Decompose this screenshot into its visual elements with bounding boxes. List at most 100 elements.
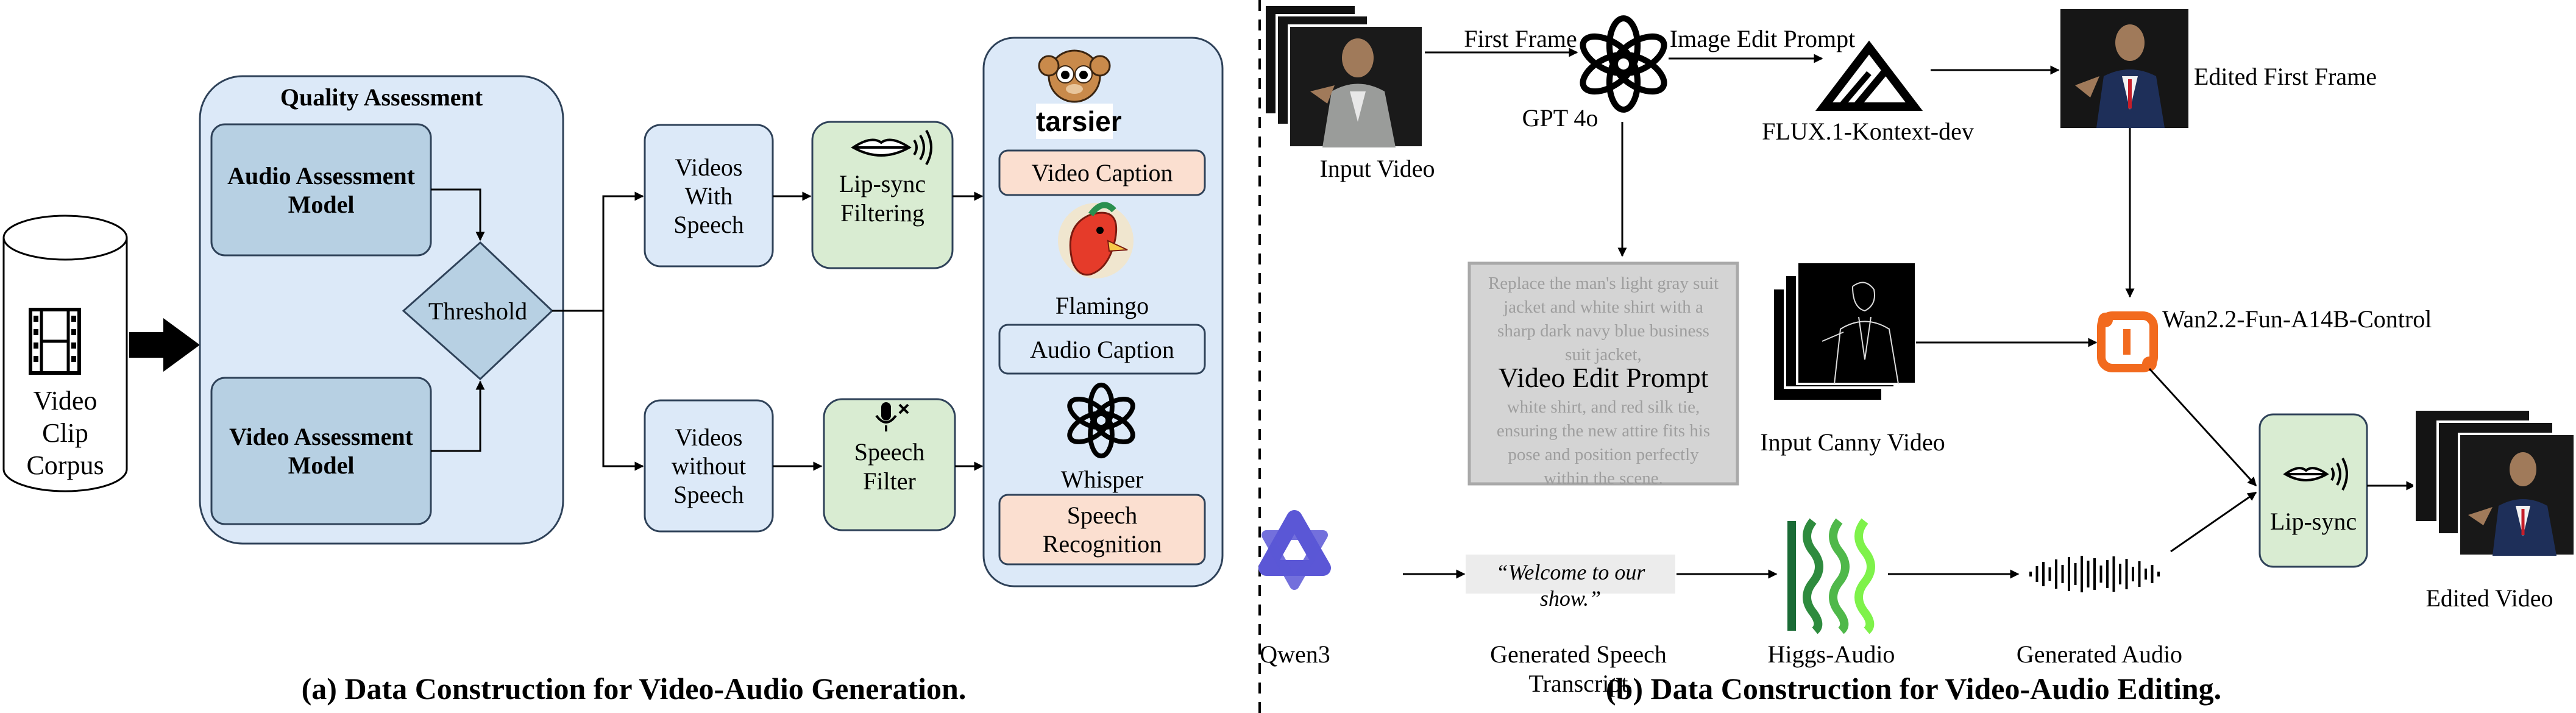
image-edit-prompt-label: Image Edit Prompt xyxy=(1669,25,1856,52)
input-canny-video-frames xyxy=(1772,261,1917,402)
threshold-diamond xyxy=(402,241,554,381)
tarsier-monkey-icon xyxy=(1038,49,1111,103)
input-canny-label: Input Canny Video xyxy=(1760,428,1945,456)
waveform-bar xyxy=(2151,565,2154,583)
sr-line1: Speech xyxy=(1066,502,1138,529)
video-edit-prompt-title: Video Edit Prompt xyxy=(1498,362,1709,393)
vwos-line3: Speech xyxy=(673,481,744,508)
corpus-label: Video Clip Corpus xyxy=(7,385,123,481)
video-edit-prompt-text: Replace the man's light gray suit jacket… xyxy=(1469,272,1737,491)
waveform-bar xyxy=(2081,556,2083,592)
caption-right: (b) Data Construction for Video-Audio Ed… xyxy=(1605,672,2222,706)
generated-transcript-label: Generated Speech Transcript xyxy=(1490,640,1667,697)
generated-audio-label: Generated Audio xyxy=(2016,640,2183,668)
vep-line6: ensuring the new attire fits his xyxy=(1496,420,1711,441)
vws-line3: Speech xyxy=(673,210,744,238)
waveform-bar xyxy=(2055,559,2057,589)
audio-waveform-icon xyxy=(2029,556,2160,592)
videos-with-speech-label: Videos With Speech xyxy=(645,125,773,266)
qwen-logo-icon xyxy=(1258,510,1331,590)
flamingo-icon xyxy=(1058,202,1134,278)
mic-off-icon xyxy=(875,402,909,431)
edited-video-frames xyxy=(2413,408,2576,557)
wan-label: Wan2.2-Fun-A14B-Control xyxy=(2162,305,2432,333)
sf-line1: Speech xyxy=(854,438,925,466)
film-icon xyxy=(29,308,81,375)
waveform-bar xyxy=(2093,558,2096,590)
vep-line8: within the scene. xyxy=(1544,468,1663,488)
lipsync-filtering-label: Lip-sync Filtering xyxy=(812,169,953,228)
threshold-label: Threshold xyxy=(428,297,528,325)
transcript-text: “Welcome to our show.” xyxy=(1496,560,1645,611)
vep-line7: pose and position perfectly xyxy=(1508,444,1699,464)
higgs-label: Higgs-Audio xyxy=(1767,640,1895,668)
edited-video-label: Edited Video xyxy=(2425,584,2553,612)
video-caption-label: Video Caption xyxy=(1031,159,1173,186)
openai-whisper-icon xyxy=(1067,382,1135,459)
transcript-bubble xyxy=(1466,555,1675,594)
sr-line2: Recognition xyxy=(1042,530,1162,558)
waveform-bar xyxy=(2068,557,2070,591)
waveform-bar xyxy=(2138,561,2141,587)
input-video-frames xyxy=(1263,4,1424,149)
waveform-bar xyxy=(2119,564,2121,584)
video-assessment-label: Video Assessment Model xyxy=(211,378,431,524)
waveform-bar xyxy=(2106,560,2109,588)
vep-line5: white shirt, and red silk tie, xyxy=(1506,397,1700,417)
waveform-bar xyxy=(2048,567,2051,581)
speech-recognition-box xyxy=(998,494,1206,566)
lsf-line2: Filtering xyxy=(840,199,924,227)
first-frame-label: First Frame xyxy=(1464,25,1577,52)
speech-filter-label: Speech Filter xyxy=(824,438,955,496)
gpt4o-label: GPT 4o xyxy=(1522,104,1598,132)
vep-line2: jacket and white shirt with a xyxy=(1503,297,1703,317)
flamingo-label: Flamingo xyxy=(1055,292,1149,319)
flux-logo-icon xyxy=(1815,40,1923,111)
waveform-bar xyxy=(2112,556,2115,592)
vep-line3: sharp dark navy blue business xyxy=(1497,321,1709,341)
lipsync-filtering-box xyxy=(811,121,954,269)
qwen-label: Qwen3 xyxy=(1260,640,1330,668)
audio-caption-box xyxy=(998,324,1206,375)
input-video-label: Input Video xyxy=(1319,155,1435,182)
audio-model-line1: Audio Assessment xyxy=(227,161,415,190)
video-model-line1: Video Assessment xyxy=(229,423,413,450)
waveform-bar xyxy=(2087,561,2090,587)
waveform-bar xyxy=(2035,566,2038,582)
tarsier-logo-text: tarsier xyxy=(1036,104,1122,139)
waveform-bar xyxy=(2132,567,2134,581)
caption-left: (a) Data Construction for Video-Audio Ge… xyxy=(301,672,967,706)
waveform-bar xyxy=(2074,563,2077,585)
big-arrow xyxy=(129,318,200,372)
video-caption-box xyxy=(998,149,1206,196)
quality-assessment-title: Quality Assessment xyxy=(280,83,483,111)
flux-label: FLUX.1-Kontext-dev xyxy=(1762,118,1974,145)
lips-sound-icon-2 xyxy=(2283,458,2348,491)
waveform-bar xyxy=(2145,569,2147,580)
waveform-bar xyxy=(2042,562,2045,586)
wan-logo-icon xyxy=(2097,311,2158,372)
vws-line2: With xyxy=(684,182,733,210)
audio-assessment-label: Audio Assessment Model xyxy=(211,124,431,255)
vwos-line1: Videos xyxy=(675,424,743,451)
video-model-line2: Model xyxy=(288,452,355,479)
vep-line4: suit jacket, xyxy=(1565,345,1642,365)
waveform-bar xyxy=(2125,559,2128,589)
openai-gpt-icon xyxy=(1580,15,1667,113)
sf-line2: Filter xyxy=(863,467,916,495)
vep-line1: Replace the man's light gray suit xyxy=(1488,274,1719,293)
corpus-label-line1: Video Clip xyxy=(33,386,98,448)
lipsync-label: Lip-sync xyxy=(2269,508,2357,535)
waveform-bar xyxy=(2029,572,2032,576)
audio-model-line2: Model xyxy=(288,190,355,218)
whisper-label: Whisper xyxy=(1060,466,1144,493)
video-edit-prompt-box xyxy=(1467,261,1739,486)
vwos-line2: without xyxy=(671,452,747,480)
waveform-bar xyxy=(2157,572,2160,576)
corpus-label-line2: Corpus xyxy=(26,450,104,480)
edited-first-frame-image xyxy=(2060,9,2188,128)
waveform-bar xyxy=(2099,566,2102,583)
speech-recognition-label: Speech Recognition xyxy=(999,495,1205,564)
